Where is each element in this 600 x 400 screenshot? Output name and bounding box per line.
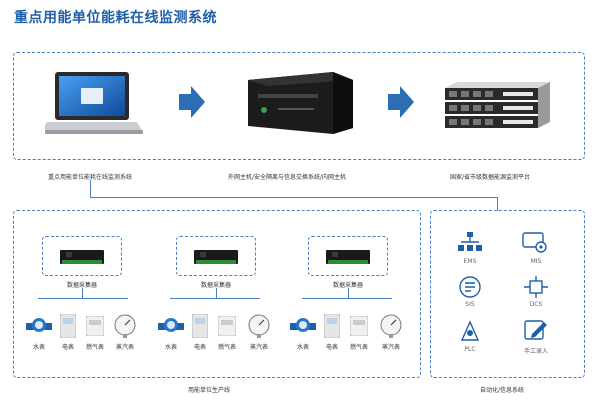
collector-device-image (326, 246, 370, 272)
meter-label: 电表 (61, 344, 74, 351)
meter-label: 水表 (296, 344, 309, 351)
connector-line (82, 288, 83, 298)
meter-label: 蒸汽表 (249, 344, 268, 351)
manual-entry-icon (524, 320, 548, 346)
mis-icon (522, 232, 548, 258)
ems-icon (458, 232, 482, 258)
steam-meter-icon (248, 314, 270, 342)
electric-meter-icon (191, 313, 209, 342)
gas-meter-icon (349, 315, 369, 340)
automation-label: PLC (464, 346, 476, 353)
automation-label: MIS (530, 258, 542, 265)
arrow-right-icon (386, 84, 416, 124)
caption-monitoring-system: 重点用能单位能耗在线监测系统 (48, 174, 133, 181)
water-meter-icon (26, 316, 52, 340)
automation-label: 手工录入 (523, 348, 548, 355)
steam-meter-icon (380, 314, 402, 342)
meter-label: 燃气表 (349, 344, 368, 351)
steam-meter-icon (114, 314, 136, 342)
connector-line (38, 298, 128, 299)
electric-meter-icon (323, 313, 341, 342)
dcs-icon (524, 276, 548, 302)
water-meter-icon (158, 316, 184, 340)
connector-line (497, 197, 498, 211)
collector-label: 数据采集器 (200, 282, 231, 289)
host-server-image (248, 70, 353, 134)
production-line-box (13, 210, 421, 378)
automation-section-label: 自动化/信息系统 (480, 387, 525, 394)
meter-label: 电表 (193, 344, 206, 351)
connector-line (216, 288, 217, 298)
laptop-image (41, 70, 145, 140)
page-title: 重点用能单位能耗在线监测系统 (14, 10, 217, 26)
connector-line (302, 298, 392, 299)
meter-label: 蒸汽表 (381, 344, 400, 351)
caption-national-platform: 国家/省市级数据能源监测平台 (450, 174, 531, 181)
meter-label: 水表 (164, 344, 177, 351)
collector-box (42, 236, 122, 276)
automation-label: SIS (465, 301, 475, 308)
sis-icon (458, 276, 482, 302)
meter-label: 燃气表 (217, 344, 236, 351)
collector-label: 数据采集器 (66, 282, 97, 289)
arrow-right-icon (177, 84, 207, 124)
collector-device-image (60, 246, 104, 272)
automation-label: EMS (463, 258, 477, 265)
meter-label: 蒸汽表 (115, 344, 134, 351)
meter-label: 水表 (32, 344, 45, 351)
automation-label: DCS (529, 301, 543, 308)
caption-host-network: 外网主机/安全隔离与信息交换系统/内网主机 (228, 174, 347, 181)
electric-meter-icon (59, 313, 77, 342)
rack-server-image (445, 80, 550, 130)
production-line-label: 用能单位生产线 (188, 387, 231, 394)
connector-line (170, 298, 260, 299)
gas-meter-icon (85, 315, 105, 340)
collector-box (176, 236, 256, 276)
connector-line (348, 288, 349, 298)
meter-label: 电表 (325, 344, 338, 351)
connector-line (90, 197, 498, 198)
gas-meter-icon (217, 315, 237, 340)
plc-icon (458, 320, 482, 346)
water-meter-icon (290, 316, 316, 340)
automation-box (430, 210, 585, 378)
collector-device-image (194, 246, 238, 272)
connector-line (90, 180, 91, 198)
collector-box (308, 236, 388, 276)
meter-label: 燃气表 (85, 344, 104, 351)
top-system-box (13, 52, 585, 160)
collector-label: 数据采集器 (332, 282, 363, 289)
